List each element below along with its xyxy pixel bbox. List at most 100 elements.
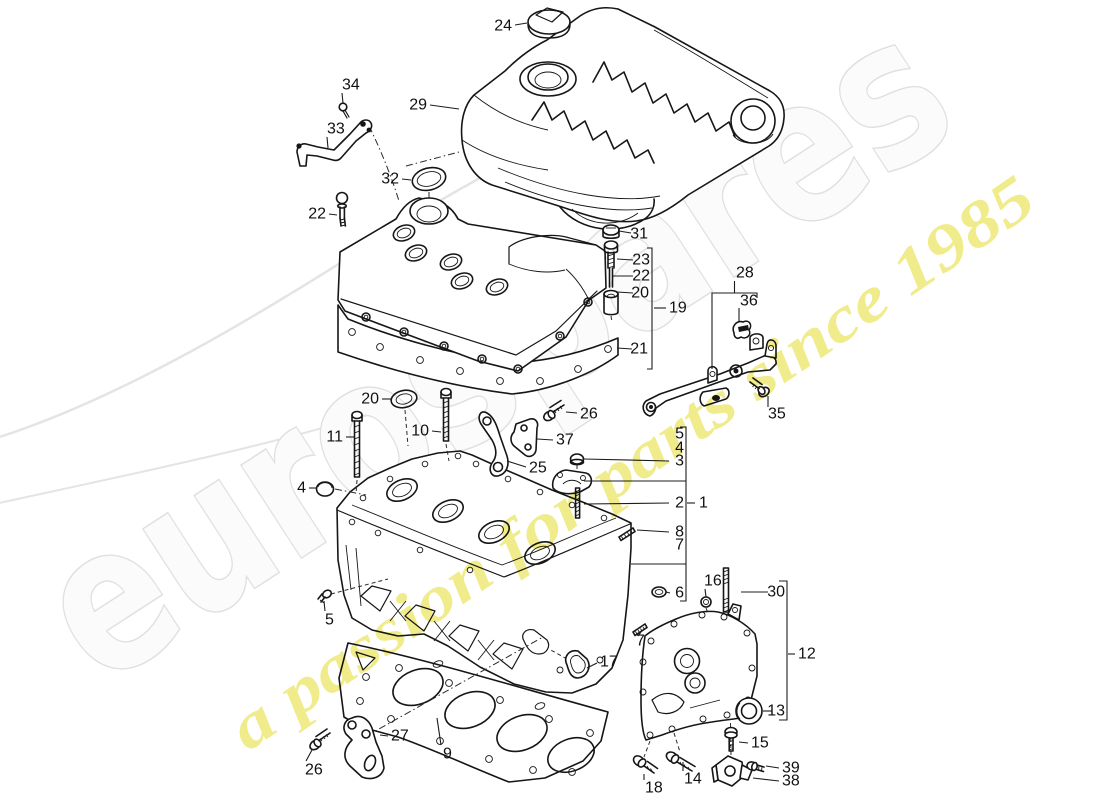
- part-bolt-11: [351, 410, 363, 478]
- leader-7: [637, 631, 642, 637]
- callout-11[interactable]: 11: [326, 429, 343, 446]
- callout-15[interactable]: 15: [751, 735, 769, 752]
- callout-14[interactable]: 14: [684, 771, 702, 788]
- part-plug-6: [651, 586, 667, 598]
- callout-16[interactable]: 16: [704, 573, 722, 590]
- callout-25[interactable]: 25: [529, 460, 547, 477]
- leader-37: [536, 438, 554, 441]
- leader-8: [636, 529, 670, 533]
- leader-16: [704, 588, 707, 598]
- leader-38: [752, 777, 780, 782]
- callout-32[interactable]: 32: [381, 171, 399, 188]
- callout-8[interactable]: 8: [675, 524, 684, 541]
- part-cable-bracket: [296, 102, 373, 167]
- callout-38[interactable]: 38: [782, 773, 800, 790]
- callout-22[interactable]: 22: [632, 268, 650, 285]
- part-bolt-26-top: [543, 399, 565, 422]
- callout-6[interactable]: 6: [675, 585, 684, 602]
- callout-34[interactable]: 34: [342, 77, 360, 94]
- part-valve-cover: [337, 197, 607, 374]
- part-bolt-34: [338, 102, 350, 119]
- leader-23: [616, 258, 634, 261]
- callout-1[interactable]: 1: [699, 495, 708, 512]
- callout-29[interactable]: 29: [409, 97, 427, 114]
- part-end-cover: [632, 567, 765, 787]
- callout-26[interactable]: 26: [580, 406, 598, 423]
- callout-22[interactable]: 22: [308, 206, 326, 223]
- callout-7[interactable]: 7: [636, 633, 645, 650]
- part-sensor-38: [711, 755, 753, 787]
- part-bolt-15: [724, 726, 738, 752]
- leader-20: [616, 291, 634, 294]
- callout-24[interactable]: 24: [494, 18, 512, 35]
- part-stud-8: [618, 527, 636, 542]
- group-bracket-3: [711, 281, 758, 369]
- callout-21[interactable]: 21: [630, 341, 648, 358]
- part-bracket-27: [343, 715, 385, 780]
- callout-13[interactable]: 13: [767, 703, 785, 720]
- callout-10[interactable]: 10: [411, 423, 429, 440]
- part-engine-cover: [460, 6, 785, 230]
- part-bolt-35: [749, 377, 770, 398]
- callout-17[interactable]: 17: [600, 654, 618, 671]
- part-cap-4: [315, 481, 335, 497]
- part-stud-30: [722, 567, 730, 613]
- valve-cover-bolt-tabs: [361, 297, 593, 374]
- part-bracket-25: [478, 411, 509, 477]
- callout-35[interactable]: 35: [768, 406, 786, 423]
- callout-2[interactable]: 2: [675, 495, 684, 512]
- callout-28[interactable]: 28: [736, 265, 754, 282]
- leader-24: [514, 22, 528, 26]
- group-bracket-0: [680, 426, 687, 602]
- leader-29: [429, 104, 460, 110]
- callout-36[interactable]: 36: [740, 293, 758, 310]
- part-bolt-14: [665, 751, 696, 772]
- part-plate-37: [510, 418, 539, 458]
- leader-9: [436, 717, 442, 746]
- part-bolt-18: [632, 755, 659, 774]
- part-bolt-22-left: [335, 191, 349, 227]
- part-cylinder-head: [336, 450, 632, 694]
- callout-5[interactable]: 5: [325, 612, 334, 629]
- part-fastener-stack: [602, 224, 620, 316]
- part-stud-2: [574, 487, 581, 519]
- callout-39[interactable]: 39: [782, 760, 800, 777]
- part-oring-16: [700, 596, 712, 608]
- part-head-gasket: [338, 642, 609, 783]
- part-sealing-ring-32: [411, 166, 447, 192]
- callout-9[interactable]: 9: [443, 746, 452, 763]
- part-bolt-10: [440, 387, 452, 442]
- leader-26: [305, 749, 313, 762]
- callout-30[interactable]: 30: [767, 584, 785, 601]
- group-bracket-2: [779, 580, 788, 721]
- callout-27[interactable]: 27: [391, 728, 409, 745]
- callout-37[interactable]: 37: [556, 432, 574, 449]
- leader-5: [323, 600, 326, 612]
- leader-6: [665, 591, 671, 594]
- callout-4[interactable]: 4: [675, 440, 684, 457]
- callout-18[interactable]: 18: [645, 780, 663, 797]
- leader-26: [565, 411, 578, 414]
- callout-31[interactable]: 31: [630, 226, 648, 243]
- callout-3[interactable]: 3: [675, 453, 684, 470]
- part-bearing-cap: [551, 469, 593, 495]
- callout-7[interactable]: 7: [675, 537, 684, 554]
- part-bolt-5: [317, 589, 333, 604]
- part-spring-7: [632, 623, 648, 637]
- callout-12[interactable]: 12: [798, 646, 816, 663]
- callout-20[interactable]: 20: [361, 391, 379, 408]
- part-seal-13: [735, 697, 763, 725]
- callout-4[interactable]: 4: [297, 480, 306, 497]
- part-clip-36: [732, 320, 752, 340]
- callout-33[interactable]: 33: [327, 121, 345, 138]
- callout-5[interactable]: 5: [675, 426, 684, 443]
- leader-34: [341, 92, 344, 104]
- leader-17: [586, 662, 598, 669]
- callout-23[interactable]: 23: [632, 252, 650, 269]
- callout-26[interactable]: 26: [305, 762, 323, 779]
- callout-19[interactable]: 19: [669, 300, 687, 317]
- callout-20[interactable]: 20: [631, 285, 649, 302]
